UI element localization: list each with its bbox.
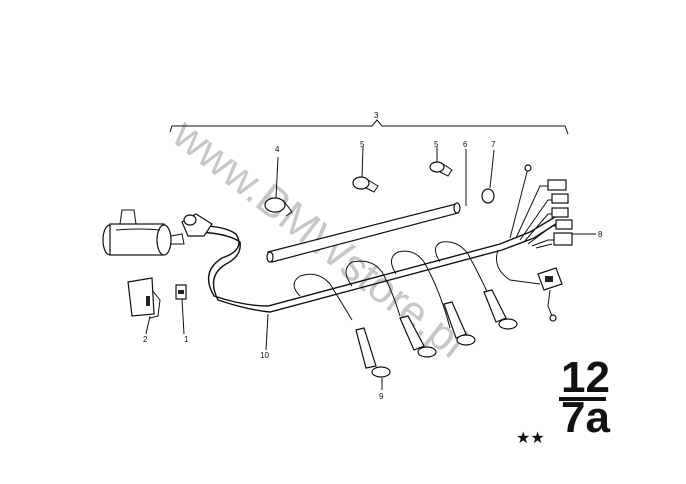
callout-10: 10 xyxy=(260,351,269,360)
spark-plug-boot-4 xyxy=(483,289,518,330)
page-number-bottom: 7a xyxy=(561,393,610,442)
spark-plug-boot-3 xyxy=(443,301,476,346)
connector-clip xyxy=(175,284,187,300)
callout-9: 9 xyxy=(379,392,384,401)
spark-plug-boot-2 xyxy=(399,315,437,358)
side-connector xyxy=(537,267,563,322)
conduit-tube xyxy=(266,202,461,263)
leader-lines xyxy=(145,146,596,390)
watermark-text: www.BMWstore.pl xyxy=(163,109,475,368)
cable-clamp-5a xyxy=(352,176,379,193)
page-number-top: 12 xyxy=(561,353,610,402)
callout-5b: 5 xyxy=(434,140,439,149)
callout-6: 6 xyxy=(463,140,468,149)
stars-mark: ★★ xyxy=(516,428,545,447)
mounting-bracket xyxy=(127,277,161,319)
callout-5a: 5 xyxy=(360,140,365,149)
terminal-connectors xyxy=(509,164,573,249)
cable-clamp-4 xyxy=(264,197,293,217)
group-bracket xyxy=(169,119,569,135)
callout-4: 4 xyxy=(275,145,280,154)
callout-1: 1 xyxy=(184,335,189,344)
grommet xyxy=(481,188,495,204)
callout-8: 8 xyxy=(598,230,603,239)
coil-plug-boot xyxy=(181,213,213,237)
spark-plug-boot-1 xyxy=(355,327,391,378)
callout-2: 2 xyxy=(143,335,148,344)
ignition-coil xyxy=(102,209,185,256)
cable-clamp-5b xyxy=(429,161,453,177)
wire-harness xyxy=(185,213,563,329)
callout-7: 7 xyxy=(491,140,496,149)
callout-3: 3 xyxy=(374,111,379,120)
